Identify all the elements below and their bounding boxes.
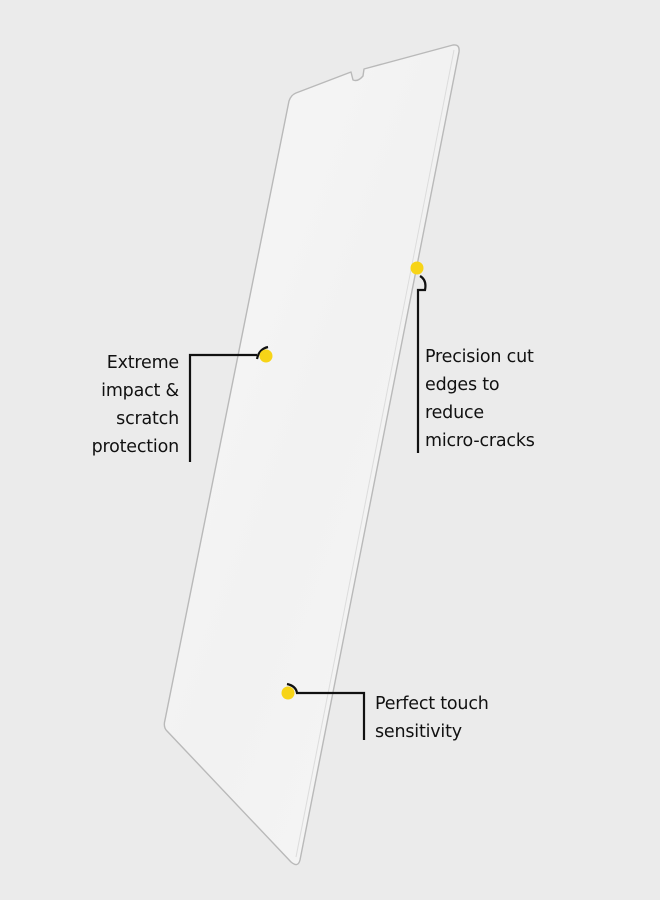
callout-impact-line-4: protection <box>91 437 180 457</box>
callout-edges-line-3: reduce <box>425 403 484 423</box>
callout-touch-line-2: sensitivity <box>375 722 462 742</box>
leader-line-impact <box>188 345 269 462</box>
glass-edge-highlight <box>295 49 455 858</box>
marker-dot-impact <box>259 349 273 363</box>
callout-touch-line-1: Perfect touch <box>375 694 489 714</box>
callout-impact-line-2: impact & <box>101 381 179 401</box>
callout-precision-edges: Precision cut edges to reduce micro-crac… <box>425 343 535 455</box>
callout-impact-line-1: Extreme <box>106 353 179 373</box>
glass-screen-protector <box>163 44 460 866</box>
callout-edges-line-1: Precision cut <box>425 347 534 367</box>
callout-impact-protection: Extreme impact & scratch protection <box>91 349 180 461</box>
marker-dot-touch <box>281 686 295 700</box>
callout-touch-sensitivity: Perfect touch sensitivity <box>375 690 489 746</box>
leader-line-edges <box>416 275 427 453</box>
callout-impact-line-3: scratch <box>116 409 179 429</box>
callout-edges-line-2: edges to <box>425 375 500 395</box>
marker-dot-edges <box>410 261 424 275</box>
leader-line-touch <box>286 682 366 740</box>
callout-edges-line-4: micro-cracks <box>425 431 535 451</box>
